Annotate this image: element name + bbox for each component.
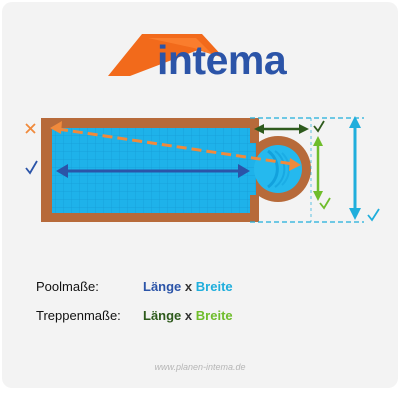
logo-text: intema (157, 37, 287, 83)
stair-length: Länge (143, 308, 182, 323)
stair-dimensions-label: Treppenmaße: (36, 308, 121, 323)
check-icon (25, 160, 38, 175)
check-icon (367, 208, 380, 222)
check-icon (313, 120, 325, 133)
pool-dimensions-row: Poolmaße: Länge x Breite (36, 279, 233, 294)
pool-dimensions-value: Länge x Breite (143, 279, 233, 294)
orange-cross-icon (25, 123, 36, 134)
pool-dimensions-label: Poolmaße: (36, 279, 99, 294)
stair-dimensions-row: Treppenmaße: Länge x Breite (36, 308, 233, 323)
check-icon (319, 197, 331, 210)
pool-times: x (184, 279, 193, 294)
stair-width: Breite (195, 308, 233, 323)
pool-icon (25, 116, 380, 223)
pool-length: Länge (143, 279, 182, 294)
website-url: www.planen-intema.de (154, 362, 246, 372)
pool-width: Breite (195, 279, 233, 294)
orange-roof-logo-icon (108, 34, 224, 76)
stair-dimensions-value: Länge x Breite (143, 308, 233, 323)
stair-times: x (184, 308, 193, 323)
